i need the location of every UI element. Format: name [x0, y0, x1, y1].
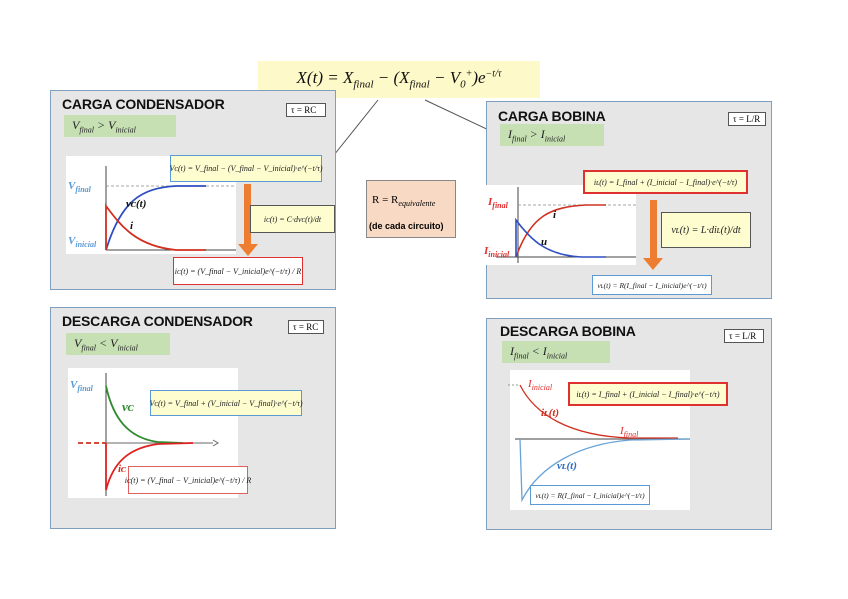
resistance-caption: (de cada circuito) [369, 221, 444, 231]
label-ifinal: Ifinal [620, 425, 639, 440]
i-curve [515, 204, 606, 258]
label-vfinal: Vfinal [70, 379, 93, 394]
orange-arrowhead [238, 244, 258, 256]
label-vfinal: Vfinal [68, 180, 91, 195]
resistance-note: R = Requivalente (de cada circuito) [366, 180, 456, 238]
label-i: i [553, 209, 557, 221]
vc-curve [105, 185, 206, 251]
label-iinicial: Iinicial [528, 378, 553, 393]
condition-descarga-condensador: Vfinal < Vinicial [66, 333, 170, 356]
resistance-formula: R = Requivalente [372, 194, 436, 209]
label-vl: vʟ(t) [557, 460, 577, 472]
tau-descarga-condensador: τ = RC [288, 320, 324, 334]
il-curve [519, 384, 678, 439]
label-vinicial: Vinicial [68, 235, 97, 250]
eq-carga-condensador-derivative: iᴄ(t) = C·dvᴄ(t)/dt [250, 205, 335, 233]
plot-carga-bobina [486, 185, 636, 265]
vc-curve [105, 385, 184, 444]
label-vc: vᴄ(t) [126, 198, 147, 210]
main-formula: X(t) = Xfinal − (Xfinal − V0+)e−t/τ [296, 68, 502, 91]
label-il: iʟ(t) [541, 407, 560, 419]
label-vc: vᴄ [122, 399, 134, 414]
label-ic: iᴄ [118, 463, 127, 475]
label-u: u [541, 236, 548, 248]
tau-carga-condensador: τ = RC [286, 103, 326, 117]
eq-carga-condensador-main: Vᴄ(t) = V_final − (V_final − V_inicial)·… [170, 155, 323, 182]
orange-arrow [244, 184, 251, 246]
eq-carga-bobina-main: iʟ(t) = I_final + (I_inicial − I_final)·… [583, 170, 748, 194]
eq-descarga-bobina-result: vʟ(t) = R(I_final − I_inicial)e^(−t/τ) [530, 485, 650, 505]
eq-carga-condensador-result: iᴄ(t) = (V_final − V_inicial)e^(−t/τ) / … [173, 257, 303, 285]
eq-carga-bobina-result: vʟ(t) = R(I_final − I_inicial)e^(−t/τ) [592, 275, 712, 295]
label-i: i [130, 220, 134, 232]
label-ifinal: Ifinal [488, 196, 508, 211]
plot-descarga-bobina-curves [508, 384, 691, 503]
condition-descarga-bobina: Ifinal < Iinicial [502, 341, 610, 364]
ic-curve [105, 442, 194, 491]
tau-carga-bobina: τ = L/R [728, 112, 766, 126]
eq-descarga-condensador-main: Vᴄ(t) = V_final + (V_inicial − V_final)·… [150, 390, 303, 416]
title-carga-bobina: CARGA BOBINA [498, 108, 606, 124]
vl-curve [519, 438, 691, 503]
title-descarga-condensador: DESCARGA CONDENSADOR [62, 313, 253, 329]
eq-descarga-condensador-result: iᴄ(t) = (V_final − V_inicial)e^(−t/τ) / … [125, 466, 251, 494]
label-iinicial: Iinicial [484, 245, 510, 260]
orange-arrowhead [643, 258, 663, 270]
title-carga-condensador: CARGA CONDENSADOR [62, 96, 225, 112]
title-descarga-bobina: DESCARGA BOBINA [500, 323, 636, 339]
eq-descarga-bobina-main: iʟ(t) = I_final + (I_inicial − I_final)·… [568, 382, 728, 406]
plot-descarga-condensador-curves [78, 373, 219, 496]
orange-arrow [650, 200, 657, 260]
eq-carga-bobina-derivative: vʟ(t) = L·diʟ(t)/dt [661, 212, 751, 248]
condition-carga-bobina: Ifinal > Iinicial [500, 124, 604, 147]
i-curve [105, 203, 206, 251]
plot-carga-condensador-curves [105, 166, 236, 251]
tau-descarga-bobina: τ = L/R [724, 329, 764, 343]
plot-carga-bobina-curves [496, 187, 636, 263]
u-curve [515, 217, 606, 258]
condition-carga-condensador: Vfinal > Vinicial [64, 115, 176, 138]
